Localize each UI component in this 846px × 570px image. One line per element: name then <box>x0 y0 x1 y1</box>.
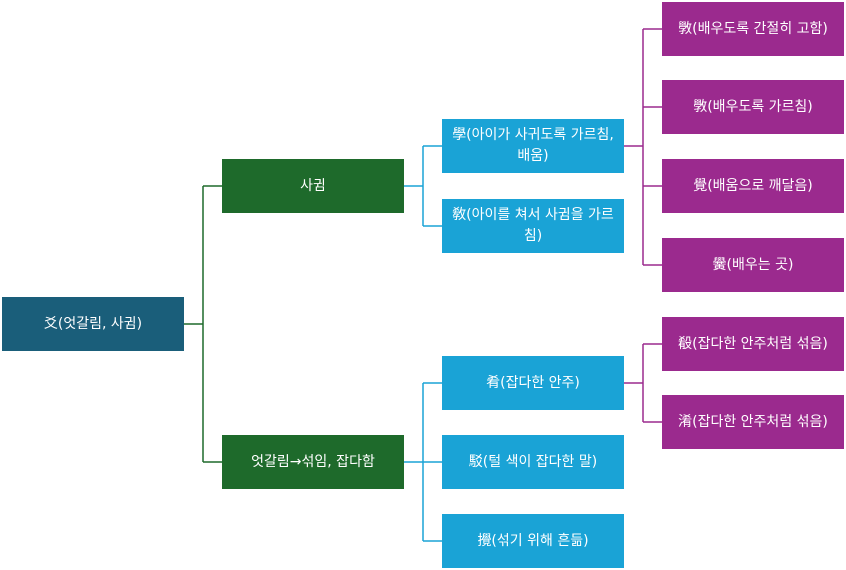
node-hyo-b-label: 斆(배우도록 가르침) <box>693 98 813 115</box>
node-eotgallim-label: 엇갈림→섞임, 잡다함 <box>251 453 375 470</box>
node-gyo2: 攪(섞기 위해 흔듦) <box>442 514 624 568</box>
root-node-label: 爻(엇갈림, 사귐) <box>43 315 143 332</box>
node-hoeng-label: 黌(배우는 곳) <box>712 256 794 273</box>
level1-connectors <box>404 145 442 542</box>
node-gyo2-label: 攪(섞기 위해 흔듦) <box>477 532 589 549</box>
node-hyo-label: 肴(잡다한 안주) <box>486 374 580 391</box>
node-hyo-f: 淆(잡다한 안주처럼 섞음) <box>662 395 844 449</box>
node-sagwim-label: 사귐 <box>300 177 326 194</box>
node-hak-label: 學(아이가 사귀도록 가르침, 배움) <box>452 127 614 164</box>
node-hoeng: 黌(배우는 곳) <box>662 238 844 292</box>
root-connectors <box>184 185 222 463</box>
node-hak: 學(아이가 사귀도록 가르침, 배움) <box>442 119 624 173</box>
level2-connectors <box>624 28 662 423</box>
node-gak: 覺(배움으로 깨달음) <box>662 159 844 213</box>
node-hyo-e-label: 殽(잡다한 안주처럼 섞음) <box>678 335 828 352</box>
node-hyo: 肴(잡다한 안주) <box>442 356 624 410</box>
node-bak: 駁(털 색이 잡다한 말) <box>442 435 624 489</box>
node-gyo: 敎(아이를 쳐서 사귐을 가르침) <box>442 199 624 253</box>
node-hyo-a-label: 斆(배우도록 간절히 고함) <box>678 20 828 37</box>
node-hyo-b: 斆(배우도록 가르침) <box>662 80 844 134</box>
node-eotgallim: 엇갈림→섞임, 잡다함 <box>222 435 404 489</box>
node-hyo-a: 斆(배우도록 간절히 고함) <box>662 2 844 56</box>
node-hyo-e: 殽(잡다한 안주처럼 섞음) <box>662 317 844 371</box>
node-sagwim: 사귐 <box>222 159 404 213</box>
node-hyo-f-label: 淆(잡다한 안주처럼 섞음) <box>678 413 828 430</box>
node-gyo-label: 敎(아이를 쳐서 사귐을 가르침) <box>452 207 614 244</box>
root-node: 爻(엇갈림, 사귐) <box>2 297 184 351</box>
node-bak-label: 駁(털 색이 잡다한 말) <box>468 453 598 470</box>
node-gak-label: 覺(배움으로 깨달음) <box>693 177 813 194</box>
